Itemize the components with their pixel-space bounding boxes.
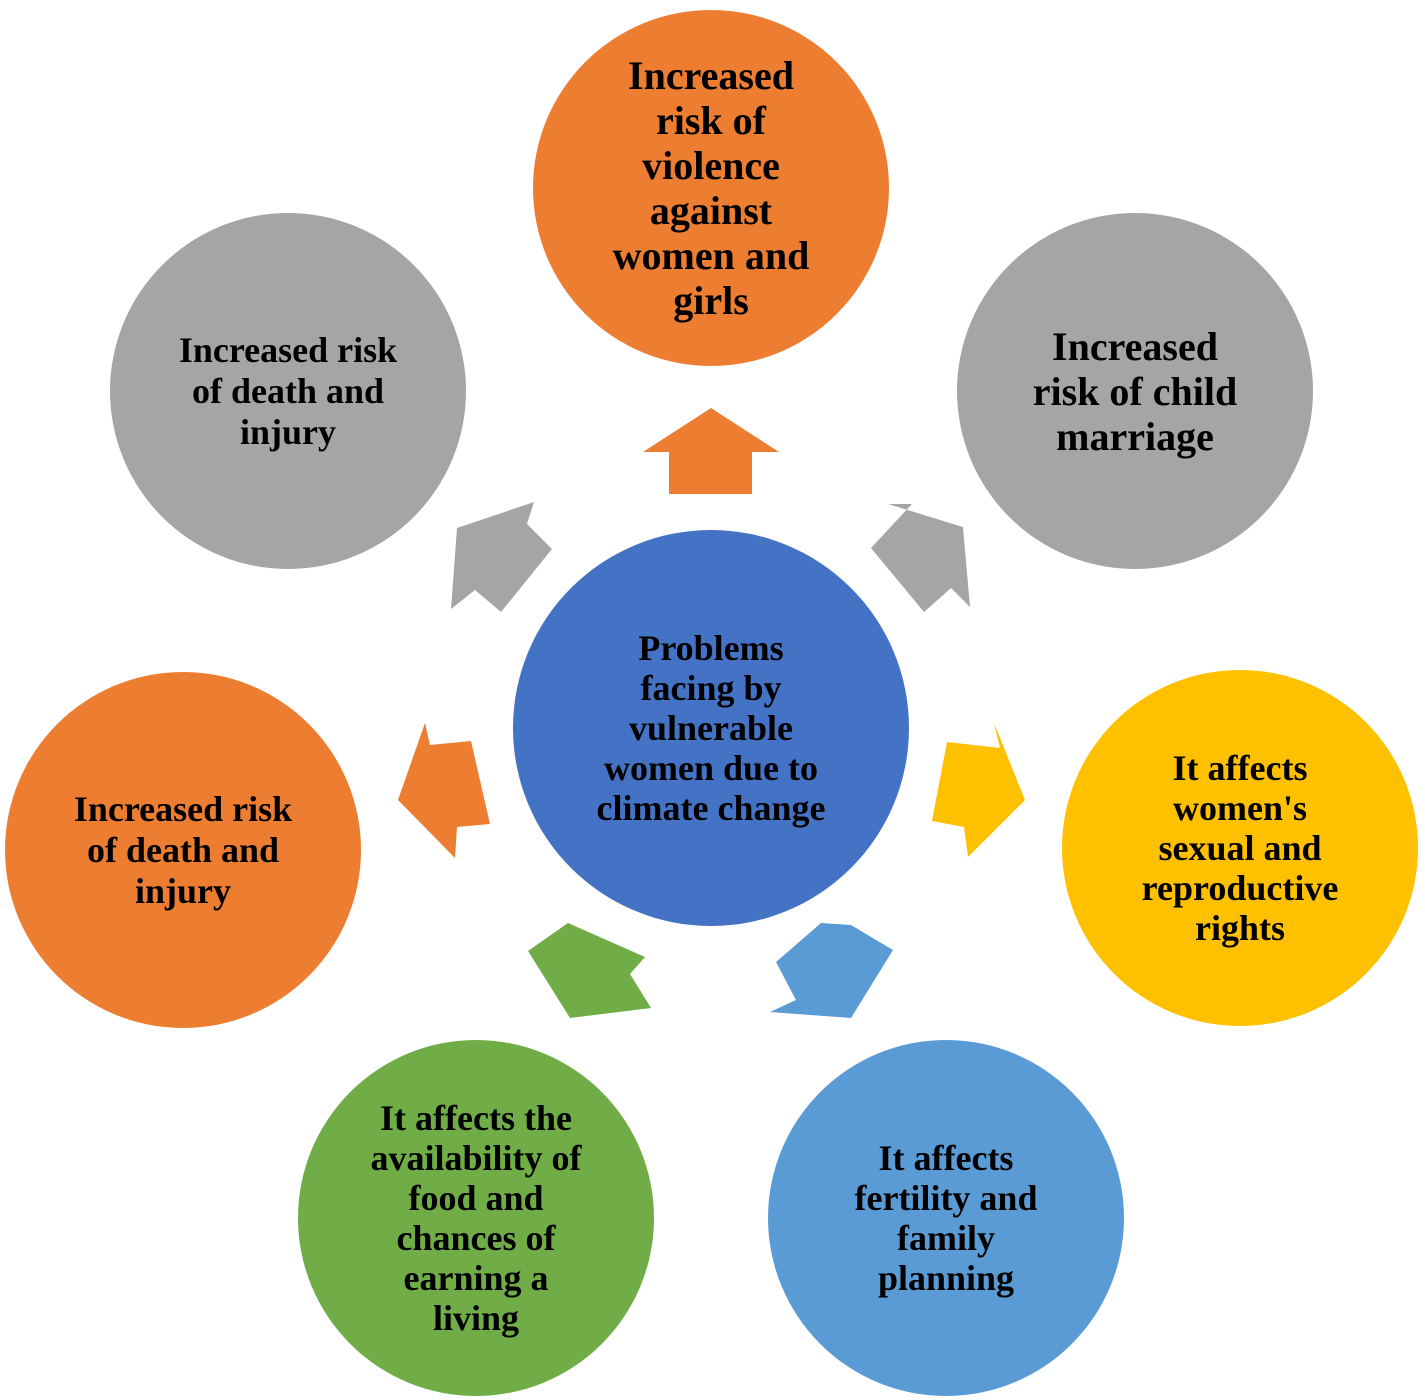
arrow-to-lower-right	[932, 723, 1025, 857]
node-death-injury-orange: Increased risk of death and injury	[5, 672, 361, 1028]
node-label: Increased risk of death and injury	[73, 788, 293, 911]
arrow-to-top	[643, 408, 779, 494]
arrow-to-bottom-right	[770, 923, 893, 1018]
node-fertility-planning: It affects fertility and family planning	[768, 1040, 1124, 1396]
center-node: Problems facing by vulnerable women due …	[513, 530, 909, 926]
node-reproductive-rights: It affects women's sexual and reproducti…	[1062, 670, 1418, 1026]
node-label: Increased risk of child marriage	[1032, 323, 1238, 459]
center-label: Problems facing by vulnerable women due …	[596, 628, 826, 828]
node-food-availability: It affects the availability of food and …	[298, 1040, 654, 1396]
arrow-to-lower-left	[398, 723, 490, 858]
node-child-marriage: Increased risk of child marriage	[957, 213, 1313, 569]
arrow-to-upper-left	[451, 502, 552, 612]
node-label: It affects women's sexual and reproducti…	[1141, 748, 1339, 948]
node-violence-risk: Increased risk of violence against women…	[533, 10, 889, 366]
node-label: It affects the availability of food and …	[370, 1098, 582, 1338]
node-label: Increased risk of violence against women…	[612, 53, 810, 323]
arrow-to-bottom-left	[528, 923, 651, 1018]
node-label: It affects fertility and family planning	[854, 1138, 1038, 1298]
node-death-injury-gray: Increased risk of death and injury	[110, 213, 466, 569]
node-label: Increased risk of death and injury	[178, 329, 398, 452]
arrow-to-upper-right	[871, 504, 970, 612]
